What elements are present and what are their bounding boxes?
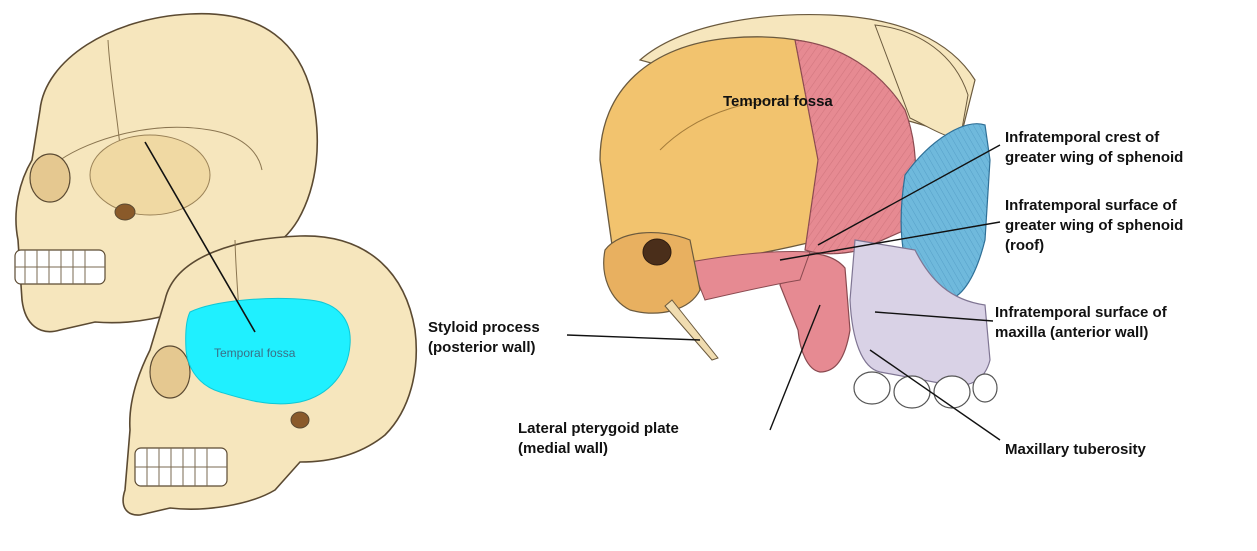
detail-figure xyxy=(600,15,997,408)
label-line: Styloid process xyxy=(428,318,540,338)
label-line: Maxillary tuberosity xyxy=(1005,440,1146,460)
orbit xyxy=(30,154,70,202)
label-lateral-pterygoid: Lateral pterygoid plate (medial wall) xyxy=(518,419,679,459)
label-line: Infratemporal crest of xyxy=(1005,128,1183,148)
label-line: maxilla (anterior wall) xyxy=(995,323,1167,343)
leader-styloid xyxy=(567,335,700,340)
label-line: (medial wall) xyxy=(518,439,679,459)
orbit xyxy=(150,346,190,398)
temporal-fossa-label: Temporal fossa xyxy=(723,92,833,112)
temporal-fossa-label-left: Temporal fossa xyxy=(214,346,295,360)
ear-canal xyxy=(115,204,135,220)
label-styloid-process: Styloid process (posterior wall) xyxy=(428,318,540,358)
label-line: Infratemporal surface of xyxy=(1005,196,1183,216)
ear-canal xyxy=(291,412,309,428)
external-acoustic-meatus xyxy=(643,239,671,265)
label-infratemporal-surface: Infratemporal surface of greater wing of… xyxy=(1005,196,1183,256)
label-line: Infratemporal surface of xyxy=(995,303,1167,323)
label-line: (posterior wall) xyxy=(428,338,540,358)
temporal-region xyxy=(90,135,210,215)
label-line: (roof) xyxy=(1005,236,1183,256)
styloid-process xyxy=(665,300,718,360)
label-infratemporal-maxilla: Infratemporal surface of maxilla (anteri… xyxy=(995,303,1167,343)
label-infratemporal-crest: Infratemporal crest of greater wing of s… xyxy=(1005,128,1183,168)
label-line: Lateral pterygoid plate xyxy=(518,419,679,439)
label-line: greater wing of sphenoid xyxy=(1005,148,1183,168)
label-line: greater wing of sphenoid xyxy=(1005,216,1183,236)
label-maxillary-tuberosity: Maxillary tuberosity xyxy=(1005,440,1146,460)
